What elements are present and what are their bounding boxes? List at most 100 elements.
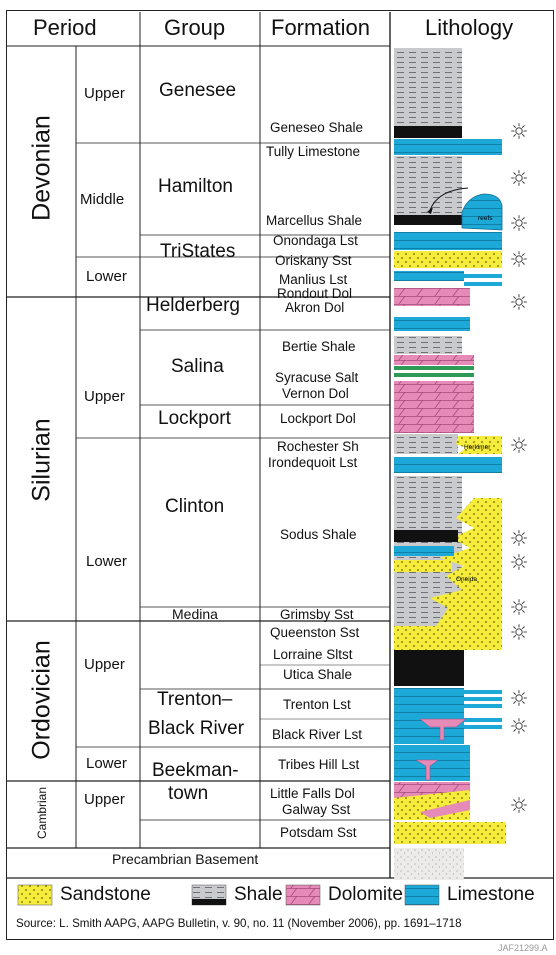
formation-manlius: Manlius Lst (279, 272, 348, 287)
legend-swatch-limestone (404, 884, 440, 906)
litho-sodus-limestone (394, 546, 454, 556)
sun-burst-icon (511, 599, 527, 615)
period-silurian: Silurian (27, 418, 56, 502)
legend-swatch-shale-black (192, 899, 226, 905)
formation-geneseo: Geneseo Shale (270, 120, 364, 135)
litho-marcellus-black (394, 215, 464, 225)
litho-oriskany-sandstone (394, 251, 502, 268)
litho-irondequoit-limestone (394, 457, 502, 473)
formation-marcellus: Marcellus Shale (266, 213, 363, 228)
sun-burst-icon (511, 624, 527, 640)
legend-dolomite: Dolomite (328, 884, 403, 905)
litho-sodus-sand-lens (394, 560, 452, 572)
herkimer-label: Herkimer (464, 444, 491, 451)
group-trenton-line2: Black River (148, 718, 245, 739)
formation-sodus: Sodus Shale (280, 527, 357, 542)
reefs-label: reefs (478, 215, 493, 222)
header-lithology: Lithology (425, 15, 514, 40)
group-trenton-line1: Trenton– (157, 689, 233, 710)
group-hamilton: Hamilton (158, 176, 233, 197)
figure-code: JAF21299.A (498, 943, 548, 953)
header-formation: Formation (271, 15, 371, 40)
litho-black-river-dolomite (419, 718, 467, 741)
oneida-label: Oneida (456, 576, 477, 583)
sun-burst-icon (511, 251, 527, 267)
litho-rochester-shale (394, 434, 458, 454)
legend-sandstone: Sandstone (60, 884, 151, 905)
litho-geneseo-black (394, 126, 462, 138)
formation-oriskany: Oriskany Sst (275, 253, 352, 268)
formation-rochester: Rochester Sh (277, 439, 359, 454)
sun-burst-icon (511, 437, 527, 453)
litho-tribes-dolomite (415, 759, 439, 781)
litho-rondout-dolomite (394, 288, 470, 306)
formation-black-river: Black River Lst (272, 727, 363, 742)
legend-shale: Shale (234, 884, 283, 905)
litho-vernon-lockport-dolomite (394, 381, 474, 433)
litho-salt-2 (394, 373, 474, 377)
litho-manlius-tongue-1 (464, 274, 502, 278)
litho-trenton-tongue-5 (464, 725, 502, 729)
legend-limestone: Limestone (447, 884, 535, 905)
litho-oneida-sandstone (430, 498, 502, 626)
reservoir-markers (511, 123, 527, 813)
legend-swatch-sandstone (17, 884, 53, 906)
sun-burst-icon (511, 123, 527, 139)
litho-trenton-limestone (394, 688, 464, 744)
legend-swatch-dolomite (285, 884, 321, 906)
group-beekmantown-line2: town (168, 783, 209, 804)
formation-grimsby: Grimsby Sst (280, 607, 354, 622)
group-lockport: Lockport (158, 408, 231, 429)
sun-burst-icon (511, 215, 527, 231)
litho-trenton-tongue-4 (464, 718, 502, 722)
sun-burst-icon (511, 690, 527, 706)
litho-precambrian-basement (394, 848, 464, 880)
litho-trenton-tongue-3 (464, 704, 502, 708)
formation-queenston: Queenston Sst (270, 625, 360, 640)
litho-herkimer-sandstone (456, 436, 502, 454)
formation-syracuse: Syracuse Salt (275, 370, 359, 385)
group-genesee: Genesee (159, 80, 237, 101)
group-medina: Medina (172, 606, 218, 622)
litho-queenston-sandstone (394, 626, 502, 650)
litho-genesee-shale (394, 48, 462, 126)
epoch-cambrian-upper: Upper (84, 791, 125, 808)
source-citation: Source: L. Smith AAPG, AAPG Bulletin, v.… (16, 917, 462, 930)
epoch-ordovician-upper: Upper (84, 656, 125, 673)
formation-tully: Tully Limestone (266, 144, 361, 159)
formation-utica: Utica Shale (283, 667, 353, 682)
litho-reef (461, 193, 503, 231)
formation-lorraine: Lorraine Sltst (273, 647, 353, 662)
litho-salina-dolomite (394, 355, 474, 365)
lithology-column: reefs Herkimer Oneida (394, 48, 506, 880)
group-clinton: Clinton (165, 496, 225, 517)
litho-sodus-black (394, 530, 458, 542)
group-beekmantown-line1: Beekman- (152, 760, 239, 781)
litho-onondaga-limestone (394, 232, 502, 250)
group-tristates: TriStates (160, 241, 236, 262)
group-helderberg: Helderberg (146, 295, 240, 316)
formation-akron: Akron Dol (285, 300, 345, 315)
epoch-devonian-middle: Middle (80, 191, 125, 208)
litho-manlius-limestone (394, 271, 464, 281)
sun-burst-icon (511, 170, 527, 186)
epoch-ordovician-lower: Lower (86, 755, 127, 772)
sun-burst-icon (511, 294, 527, 310)
formation-bertie: Bertie Shale (282, 339, 356, 354)
chart-frame (6, 10, 554, 940)
litho-hamilton-shale (394, 156, 462, 215)
formation-potsdam: Potsdam Sst (280, 825, 357, 840)
formation-galway: Galway Sst (282, 802, 351, 817)
litho-salt-1 (394, 366, 474, 370)
epoch-devonian-upper: Upper (84, 85, 125, 102)
epoch-silurian-upper: Upper (84, 388, 125, 405)
sun-burst-icon (511, 554, 527, 570)
sun-burst-icon (511, 530, 527, 546)
litho-bertie-shale (394, 336, 462, 354)
formation-vernon: Vernon Dol (282, 386, 349, 401)
sun-burst-icon (511, 718, 527, 734)
litho-potsdam-sandstone (394, 822, 506, 844)
period-cambrian: Cambrian (35, 786, 49, 840)
formation-lockport-dol: Lockport Dol (280, 411, 356, 426)
formation-onondaga: Onondaga Lst (273, 233, 358, 248)
